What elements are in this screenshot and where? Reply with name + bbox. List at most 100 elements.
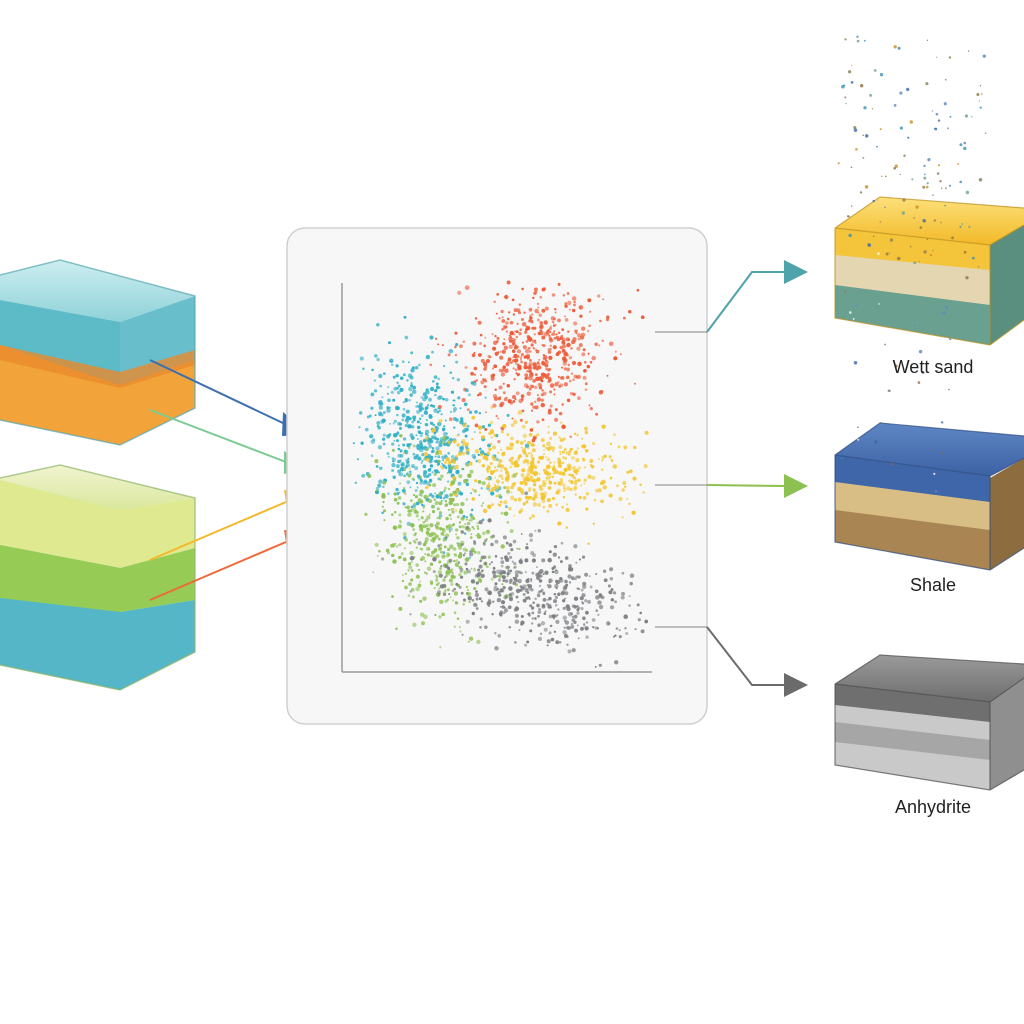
scatter-point (584, 572, 589, 577)
scatter-point (403, 547, 406, 550)
scatter-point (408, 399, 411, 402)
scatter-point (535, 566, 538, 569)
scatter-point (392, 398, 396, 402)
speckle (959, 180, 963, 184)
scatter-point (522, 598, 527, 603)
scatter-point (407, 473, 412, 478)
scatter-point (414, 365, 419, 370)
scatter-point (410, 569, 414, 572)
scatter-point (564, 634, 567, 637)
scatter-point (490, 436, 493, 439)
scatter-point (531, 496, 536, 501)
scatter-point (523, 439, 527, 443)
scatter-point (558, 331, 561, 334)
scatter-point (518, 398, 523, 404)
scatter-point (513, 514, 516, 517)
scatter-point (463, 402, 468, 407)
scatter-point (463, 570, 468, 575)
scatter-point (580, 626, 584, 631)
scatter-point (619, 353, 622, 356)
scatter-point (419, 599, 423, 603)
scatter-point (389, 358, 394, 364)
scatter-point (438, 418, 443, 424)
scatter-point (438, 573, 443, 578)
scatter-point (582, 495, 587, 500)
scatter-point (502, 575, 506, 580)
scatter-point (455, 418, 459, 422)
scatter-point (424, 537, 429, 542)
shale-side (990, 458, 1024, 570)
scatter-point (546, 644, 549, 647)
scatter-point (441, 467, 444, 470)
scatter-point (491, 570, 497, 575)
scatter-point (551, 293, 556, 297)
scatter-point (616, 484, 619, 488)
scatter-point (534, 529, 537, 532)
scatter-point (557, 521, 562, 526)
scatter-point (442, 435, 447, 441)
input-block-lower-layer-teal (0, 598, 195, 690)
scatter-point (401, 418, 405, 422)
speckle (869, 93, 873, 97)
scatter-point (487, 443, 491, 448)
speckle (922, 341, 924, 343)
scatter-point (387, 398, 391, 403)
scatter-point (458, 525, 462, 529)
scatter-point (509, 459, 512, 462)
scatter-point (534, 341, 537, 344)
scatter-point (435, 382, 439, 386)
speckle (913, 217, 915, 219)
scatter-point (519, 328, 522, 331)
scatter-point (486, 359, 490, 363)
scatter-point (495, 312, 498, 315)
scatter-point (453, 407, 457, 412)
scatter-point (427, 498, 433, 504)
scatter-point (444, 398, 449, 402)
scatter-point (573, 303, 576, 307)
speckle (902, 488, 905, 491)
scatter-point (407, 512, 412, 517)
scatter-point (498, 574, 503, 578)
scatter-point (409, 499, 413, 502)
scatter-point (553, 388, 556, 391)
scatter-point (465, 452, 468, 455)
scatter-point (412, 452, 416, 456)
scatter-point (583, 624, 586, 627)
scatter-point (469, 469, 474, 474)
scatter-point (423, 457, 426, 461)
speckle (941, 421, 944, 424)
scatter-point (449, 493, 453, 497)
scatter-point (489, 420, 494, 425)
scatter-point (446, 562, 449, 565)
scatter-point (628, 502, 631, 506)
scatter-point (498, 317, 501, 320)
scatter-point (435, 386, 439, 390)
scatter-point (487, 591, 491, 595)
scatter-point (429, 562, 434, 566)
scatter-point (500, 372, 506, 377)
scatter-point (404, 506, 407, 509)
scatter-point (524, 373, 529, 377)
speckle (941, 452, 944, 454)
scatter-point (506, 317, 510, 321)
scatter-point (492, 574, 497, 579)
scatter-point (417, 568, 421, 571)
scatter-point (495, 495, 498, 498)
scatter-point (514, 606, 520, 611)
scatter-point (396, 501, 400, 505)
scatter-point (557, 592, 561, 596)
scatter-point (424, 436, 429, 441)
scatter-point (584, 430, 589, 435)
scatter-point (451, 510, 455, 514)
speckle (949, 337, 952, 341)
scatter-point (439, 496, 443, 500)
scatter-point (621, 571, 625, 575)
scatter-point (549, 461, 552, 464)
scatter-point (448, 558, 453, 563)
output-arrow-bottom-head (784, 673, 808, 697)
scatter-point (570, 480, 574, 485)
scatter-point (402, 452, 406, 455)
input-block-upper (0, 259, 196, 446)
scatter-point (582, 375, 587, 380)
scatter-point (629, 581, 633, 586)
